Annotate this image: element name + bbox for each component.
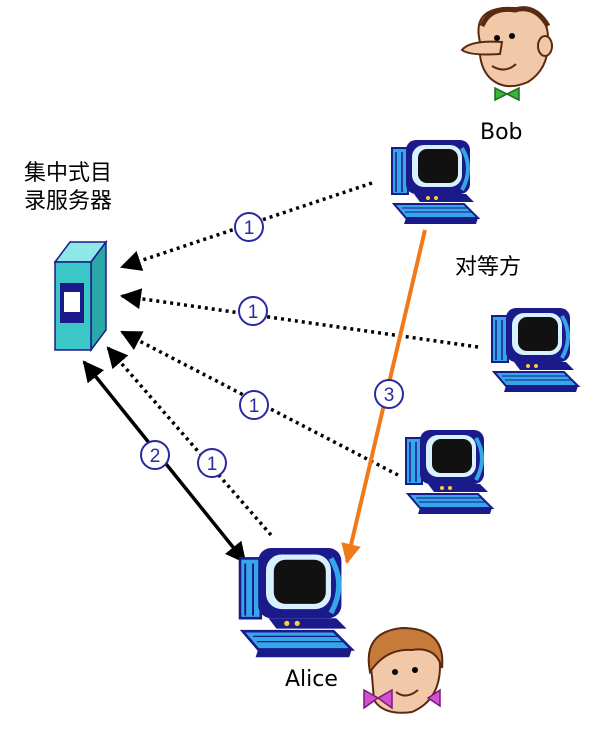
server-label-line1: 集中式目 (24, 161, 112, 186)
step-marker-1d: 1 (197, 448, 227, 478)
directory-server-icon (53, 239, 108, 353)
alice-face-icon (363, 626, 444, 714)
svg-text:2: 2 (150, 446, 161, 467)
bob-face-icon (460, 6, 553, 102)
svg-text:1: 1 (207, 454, 218, 475)
alice-label: Alice (285, 667, 338, 692)
svg-text:1: 1 (248, 302, 259, 323)
svg-text:3: 3 (384, 385, 395, 406)
peers-label: 对等方 (455, 255, 521, 280)
step-marker-1a: 1 (234, 212, 264, 242)
step-marker-2: 2 (140, 440, 170, 470)
svg-text:1: 1 (244, 218, 255, 239)
step-marker-1c: 1 (239, 390, 269, 420)
svg-text:1: 1 (249, 396, 260, 417)
step-marker-1b: 1 (238, 296, 268, 326)
step-marker-3: 3 (374, 379, 404, 409)
bob-label: Bob (480, 120, 523, 145)
dotted-arrow-alice-to-server (106, 346, 273, 537)
dotted-arrow-peer2-to-server (119, 288, 479, 349)
computer-peer3-icon (404, 428, 494, 516)
computer-peer2-icon (490, 306, 580, 394)
computer-alice-icon (240, 548, 352, 657)
server-label-line2: 录服务器 (24, 189, 112, 214)
computer-bob-icon (390, 138, 480, 226)
dotted-arrow-bob-to-server (120, 181, 373, 271)
